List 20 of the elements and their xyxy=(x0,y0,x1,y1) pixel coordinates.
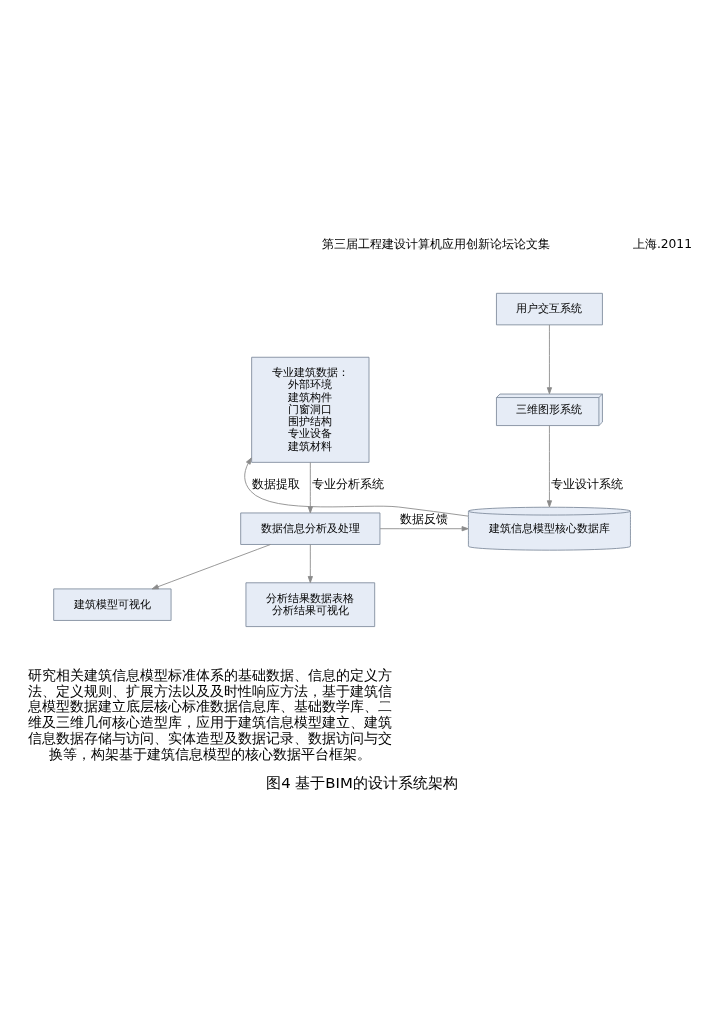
node-box: 分析结果数据表格 分析结果可视化 xyxy=(245,581,376,627)
arrow xyxy=(379,525,469,531)
node-box: 数据信息分析及处理 xyxy=(240,512,381,545)
node-box: 用户交互系统 xyxy=(496,292,603,325)
edge-label: 专业设计系统 xyxy=(551,476,624,491)
label: 上海.2011 xyxy=(632,236,692,251)
edge-label: 数据反馈 xyxy=(400,511,449,526)
arrow xyxy=(307,461,313,513)
arrow xyxy=(546,424,553,507)
arrow xyxy=(151,543,271,589)
arrow xyxy=(307,543,313,583)
edge-label: 数据提取 xyxy=(252,476,301,491)
caption: 图4 基于BIM的设计系统架构 xyxy=(266,773,458,792)
label: 第三届工程建设计算机应用创新论坛论文集 xyxy=(322,236,551,251)
label: 研究相关建筑信息模型标准体系的基础数据、信息的定义方法、定义规则、扩展方法以及及时性响应方法，基于建筑信息模型数据建立底层核心标准数据信息库、基础数学库、二维及三维几何核心造型库，应用于建筑信息模型建立、建筑信息数据存储与访问、实体造型及数据记录、数据访问与交换等，构架基于建筑信息模型的核心数据平台框架。 xyxy=(28,666,393,762)
arrow xyxy=(546,324,553,394)
node-box: 建筑模型可视化 xyxy=(53,587,172,621)
edge-label: 专业分析系统 xyxy=(311,476,384,491)
node-box: 专业建筑数据： 外部环境 建筑构件 门窗洞口 围护结构 专业设备 建筑材料 xyxy=(251,356,370,463)
arrow xyxy=(244,456,469,517)
